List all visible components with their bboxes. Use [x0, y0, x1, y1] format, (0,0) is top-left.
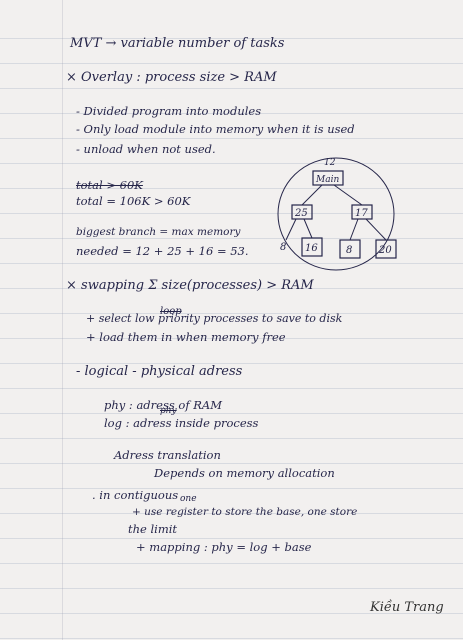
mapping-line: + mapping : phy = log + base: [136, 540, 312, 554]
depends-line: Depends on memory allocation: [154, 466, 335, 480]
edge-left-leaf: [285, 218, 297, 241]
total-struck: total > 60K: [76, 178, 143, 192]
left-child-label: 16: [305, 243, 318, 254]
unload-line: - unload when not used.: [76, 142, 216, 156]
edge-left-child: [303, 218, 313, 239]
the-limit-line: the limit: [128, 522, 178, 536]
select-struck: loop: [160, 306, 182, 317]
right-child-2-label: 20: [378, 245, 392, 256]
root-label: Main: [315, 175, 339, 185]
select-line: + select low priority processes to save …: [86, 312, 343, 325]
only-load-line: - Only load module into memory when it i…: [76, 122, 355, 136]
root-weight: 12: [324, 158, 336, 168]
divided-line: - Divided program into modules: [76, 104, 262, 118]
margin-line: [62, 0, 63, 640]
right-label: 17: [355, 208, 368, 219]
node-main: [312, 170, 344, 186]
swapping-line: × swapping Σ size(processes) > RAM: [66, 278, 314, 293]
left-label: 25: [294, 208, 308, 219]
right-child-1-label: 8: [346, 245, 352, 256]
mvt-line: MVT → variable number of tasks: [70, 36, 285, 51]
branch-circle: [277, 157, 395, 271]
edge-right-child-1: [349, 218, 359, 241]
edge-main-left: [301, 184, 323, 206]
load-them-line: + load them in when memory free: [86, 330, 286, 344]
needed-line: needed = 12 + 25 + 16 = 53.: [76, 244, 249, 258]
left-leaf-weight: 8: [280, 242, 286, 253]
edge-main-right: [333, 184, 363, 206]
one-note: one: [180, 494, 197, 504]
logical-line: - logical - physical adress: [76, 364, 243, 379]
overlay-line: × Overlay : process size > RAM: [66, 70, 277, 85]
edge-right-child-2: [365, 218, 387, 241]
log-struck: phy: [160, 406, 177, 416]
adress-translation: Adress translation: [114, 448, 221, 462]
signature: Kiều Trang: [370, 600, 444, 615]
total-line: total = 106K > 60K: [76, 194, 191, 208]
use-register-line: + use register to store the base, one st…: [132, 506, 358, 518]
contiguous-line: . in contiguous: [92, 488, 179, 502]
biggest-line: biggest branch = max memory: [76, 226, 241, 238]
log-line: log : adress inside process: [104, 416, 259, 430]
phy-line: phy : adress of RAM: [104, 398, 223, 412]
